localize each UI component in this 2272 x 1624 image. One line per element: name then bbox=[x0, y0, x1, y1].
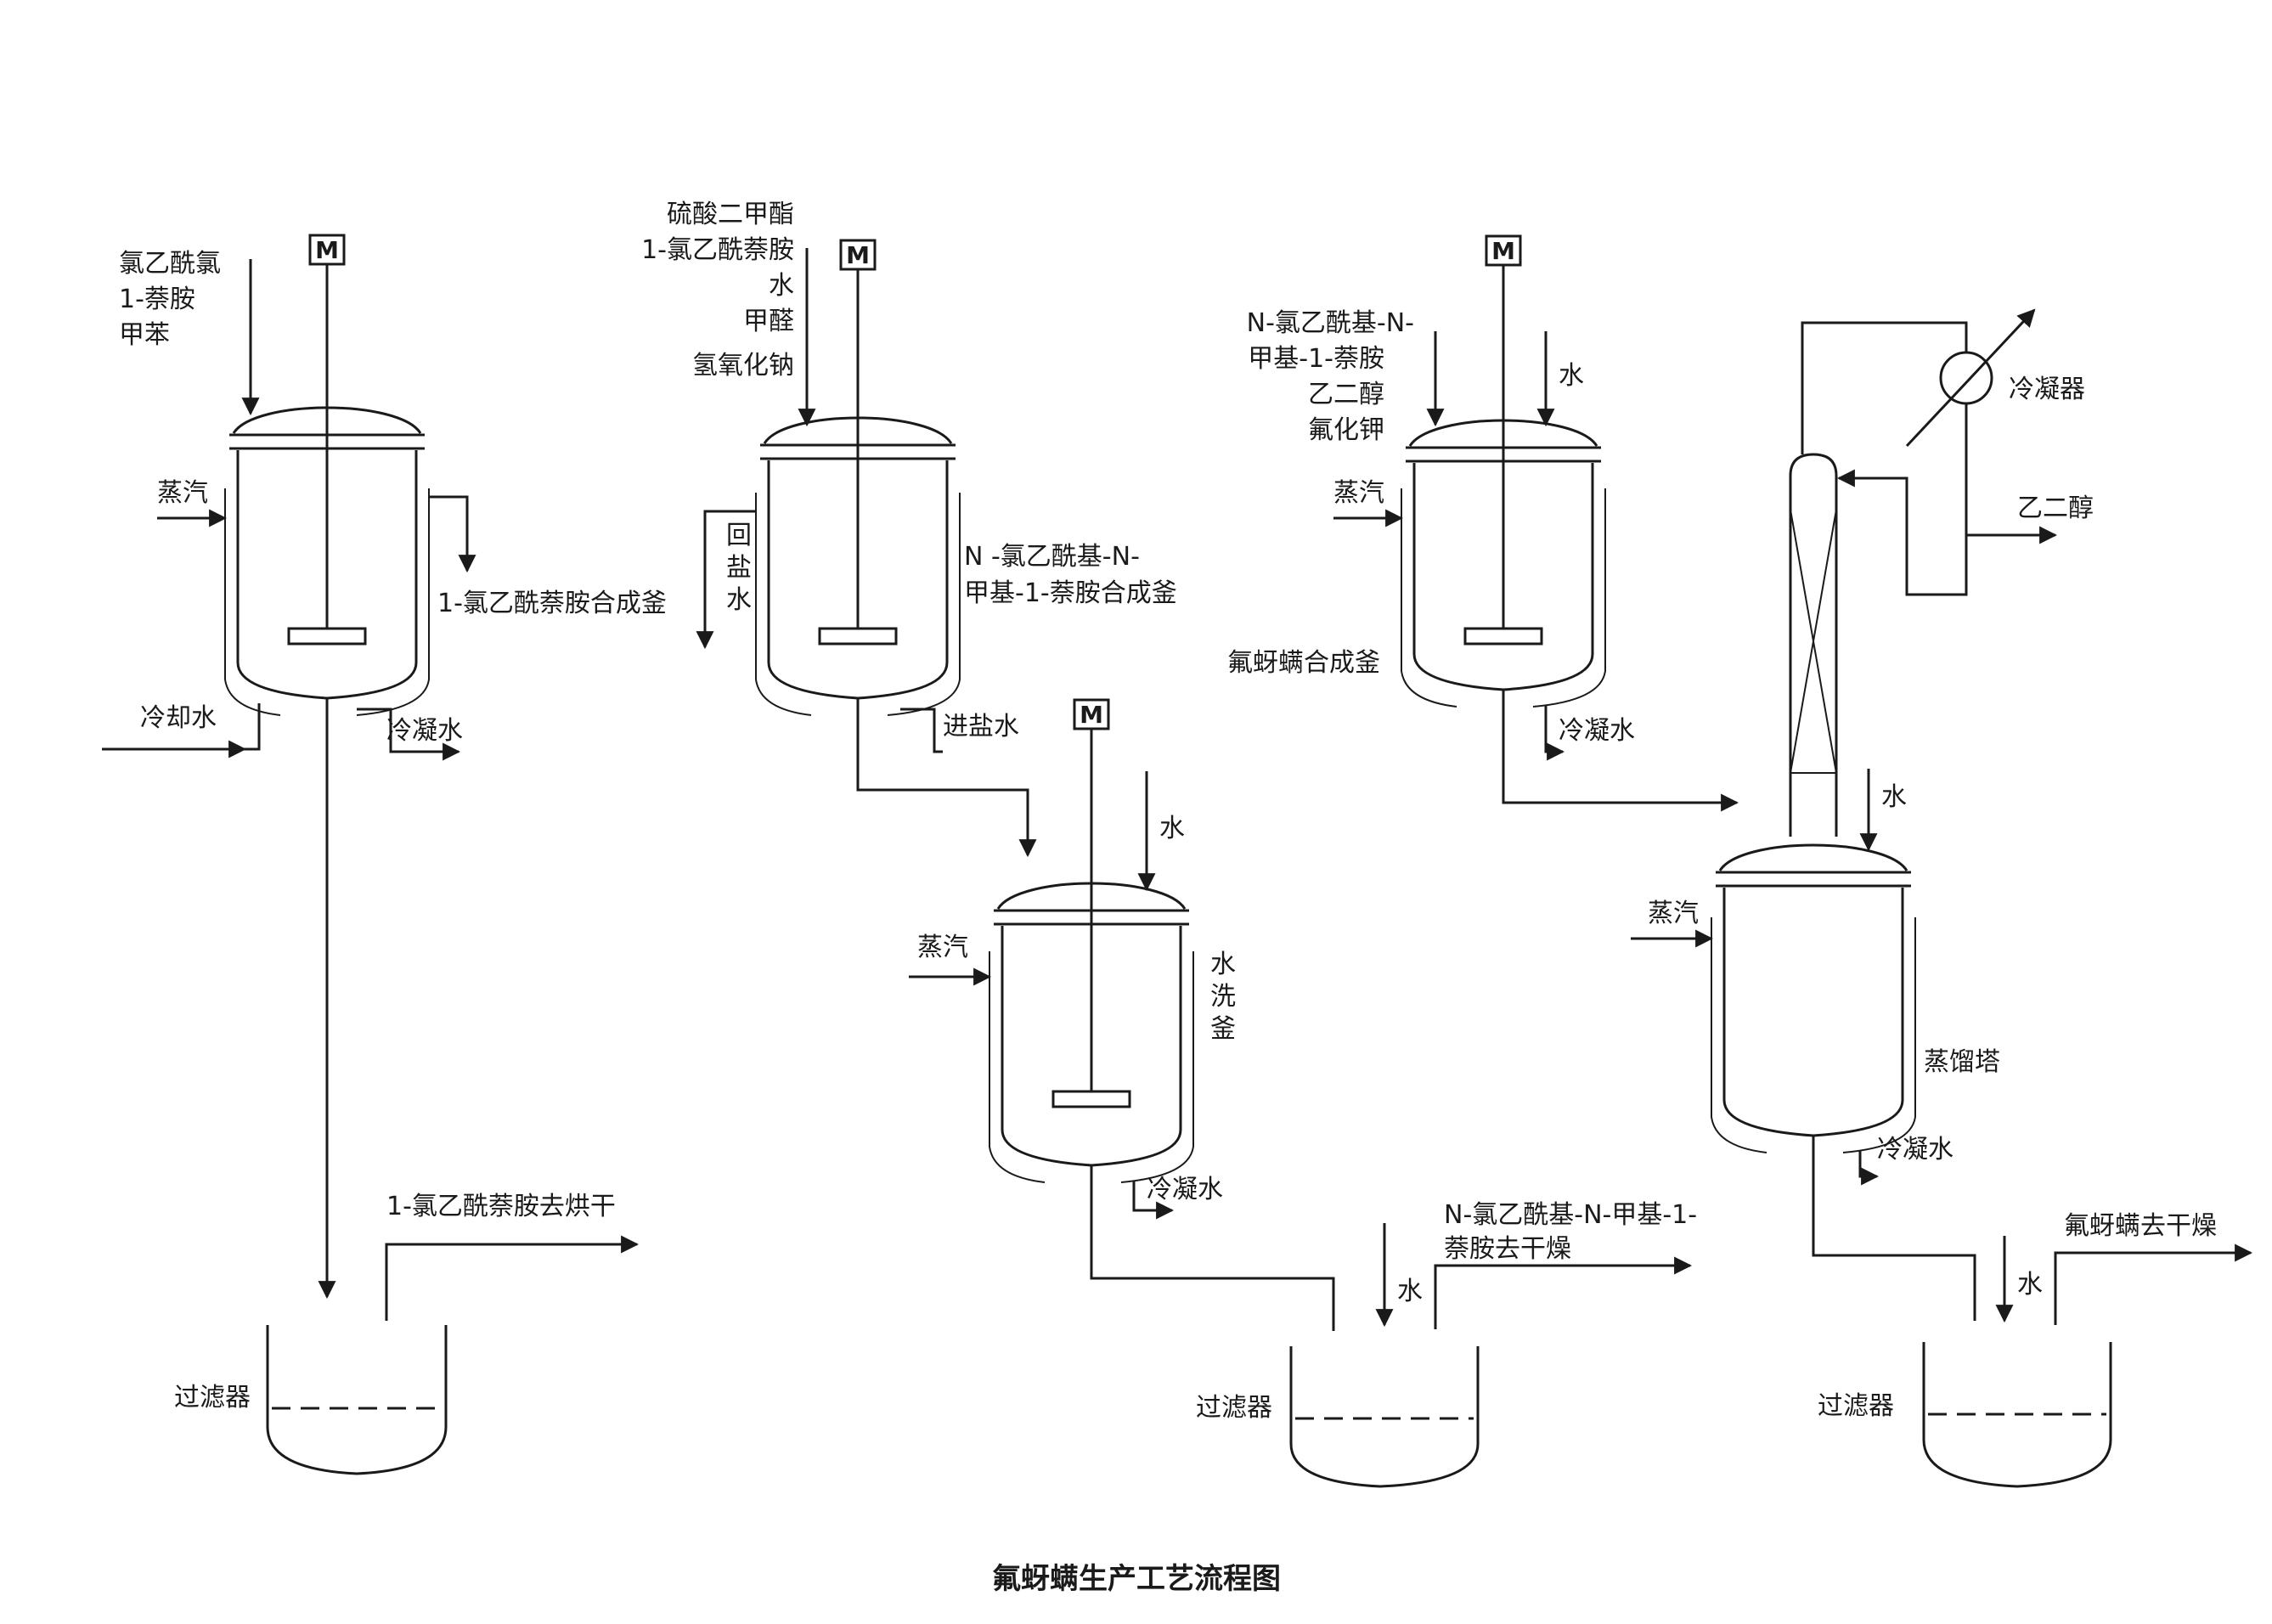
still-water-label: 水 bbox=[1881, 782, 1907, 812]
filter-3-output-label: 氟蚜螨去干燥 bbox=[2064, 1211, 2217, 1241]
motor-icon: M bbox=[1073, 698, 1110, 730]
distillation-column bbox=[1789, 453, 1838, 837]
distillation-still bbox=[1711, 843, 1916, 1153]
vessel-1-steam-label: 蒸汽 bbox=[157, 478, 208, 508]
vessel-2-name-line-2: 甲基-1-萘胺合成釜 bbox=[964, 578, 1177, 608]
vessel-1-name: 1-氯乙酰萘胺合成釜 bbox=[437, 589, 667, 618]
wash-vessel-water-label: 水 bbox=[1159, 814, 1185, 843]
wash-vessel-condensate-arrow bbox=[1132, 1181, 1175, 1220]
vessel-1-condensate-label: 冷凝水 bbox=[386, 716, 463, 746]
vessel-2-return-brine-1: 回 bbox=[726, 521, 752, 550]
filter-2-output-line-2: 萘胺去干燥 bbox=[1444, 1234, 1571, 1264]
vessel-1-top-outlet bbox=[429, 495, 476, 573]
condenser-reflux-line bbox=[1836, 403, 1968, 596]
filter-2-output-line-1: N-氯乙酰基-N-甲基-1- bbox=[1444, 1200, 1697, 1230]
vessel-3-discharge-to-still bbox=[1502, 690, 1739, 812]
wash-vessel-discharge-to-filter-2 bbox=[1090, 1165, 1335, 1331]
filter-1 bbox=[266, 1325, 448, 1475]
wash-vessel-name-2: 洗 bbox=[1210, 982, 1236, 1012]
still-steam-label: 蒸汽 bbox=[1648, 899, 1699, 928]
filter-1-product-arrow bbox=[385, 1235, 640, 1321]
vessel-3-input-2: 甲基-1-萘胺 bbox=[1248, 344, 1384, 374]
filter-3 bbox=[1922, 1342, 2112, 1488]
still-condensate-line bbox=[1858, 1151, 1877, 1178]
still-condensate-label: 冷凝水 bbox=[1877, 1135, 1953, 1164]
svg-text:M: M bbox=[1491, 237, 1515, 265]
svg-text:M: M bbox=[846, 241, 870, 269]
vessel-2-input-2: 1-氯乙酰萘胺 bbox=[641, 235, 794, 265]
wash-vessel-name-1: 水 bbox=[1210, 950, 1236, 979]
vessel-1-chloroacetyl-naphthylamine-reactor: M bbox=[224, 234, 430, 716]
vessel-2-input-4: 甲醛 bbox=[743, 307, 794, 336]
wash-vessel-condensate-label: 冷凝水 bbox=[1147, 1175, 1223, 1204]
vessel-2-input-3: 水 bbox=[769, 271, 794, 301]
vessel-3-input-3: 乙二醇 bbox=[1308, 380, 1384, 409]
filter-1-output-label: 1-氯乙酰萘胺去烘干 bbox=[386, 1192, 616, 1221]
filter-2-product-arrow bbox=[1434, 1256, 1693, 1329]
vessel-1-condensate-arrow bbox=[357, 708, 461, 761]
vessel-2-brine-inlet-line bbox=[900, 708, 943, 753]
svg-text:M: M bbox=[1080, 701, 1103, 729]
wash-vessel-steam-label: 蒸汽 bbox=[917, 933, 968, 962]
vessel-3-condensate-label: 冷凝水 bbox=[1559, 716, 1635, 746]
vessel-3-water-label: 水 bbox=[1559, 361, 1584, 391]
vessel-2-methylation-reactor: M bbox=[755, 239, 961, 716]
vessel-1-input-3: 甲苯 bbox=[119, 320, 170, 350]
vessel-3-input-1: N-氯乙酰基-N- bbox=[1247, 308, 1414, 338]
vessel-1-cooling-water-label: 冷却水 bbox=[140, 703, 217, 733]
vessel-1-input-1: 氯乙酰氯 bbox=[119, 249, 221, 279]
vessel-2-input-5: 氢氧化钠 bbox=[692, 351, 794, 381]
still-name: 蒸馏塔 bbox=[1924, 1047, 2000, 1077]
vessel-2-return-brine-3: 水 bbox=[726, 585, 752, 615]
svg-text:M: M bbox=[315, 236, 339, 264]
filter-1-label: 过滤器 bbox=[174, 1383, 251, 1413]
vessel-2-name-line-1: N -氯乙酰基-N- bbox=[964, 542, 1140, 572]
vessel-3-steam-label: 蒸汽 bbox=[1333, 478, 1384, 508]
condenser-coolant-arrow bbox=[1905, 308, 2036, 448]
still-discharge-to-filter-3 bbox=[1812, 1136, 1976, 1321]
wash-vessel: M bbox=[989, 698, 1194, 1183]
vessel-2-return-brine-arrow bbox=[696, 510, 756, 650]
condenser-icon bbox=[1939, 351, 1993, 405]
filter-2-label: 过滤器 bbox=[1196, 1393, 1272, 1423]
vessel-2-discharge-to-wash bbox=[856, 698, 1037, 858]
vessel-3-input-4: 氟化钾 bbox=[1308, 415, 1384, 445]
motor-icon: M bbox=[308, 234, 346, 266]
filter-2 bbox=[1289, 1346, 1480, 1488]
column-vapor-line bbox=[1801, 321, 1968, 454]
filter-3-water-label: 水 bbox=[2017, 1270, 2043, 1300]
motor-icon: M bbox=[839, 239, 877, 271]
vessel-3-name: 氟蚜螨合成釜 bbox=[1227, 648, 1380, 678]
vessel-2-input-1: 硫酸二甲酯 bbox=[667, 200, 794, 229]
glycol-label: 乙二醇 bbox=[2017, 493, 2094, 523]
wash-vessel-name-3: 釜 bbox=[1210, 1014, 1236, 1044]
filter-3-product-arrow bbox=[2054, 1243, 2253, 1325]
vessel-2-inlet-brine-label: 进盐水 bbox=[943, 712, 1019, 742]
vessel-1-input-2: 1-萘胺 bbox=[119, 285, 195, 314]
vessel-2-return-brine-2: 盐 bbox=[726, 553, 752, 583]
condenser-label: 冷凝器 bbox=[2009, 375, 2085, 404]
vessel-3-fluorination-reactor: M bbox=[1401, 234, 1606, 708]
motor-icon: M bbox=[1485, 234, 1522, 267]
filter-3-label: 过滤器 bbox=[1818, 1391, 1894, 1421]
filter-2-water-label: 水 bbox=[1397, 1277, 1423, 1306]
figure-caption: 氟蚜螨生产工艺流程图 bbox=[992, 1562, 1281, 1596]
